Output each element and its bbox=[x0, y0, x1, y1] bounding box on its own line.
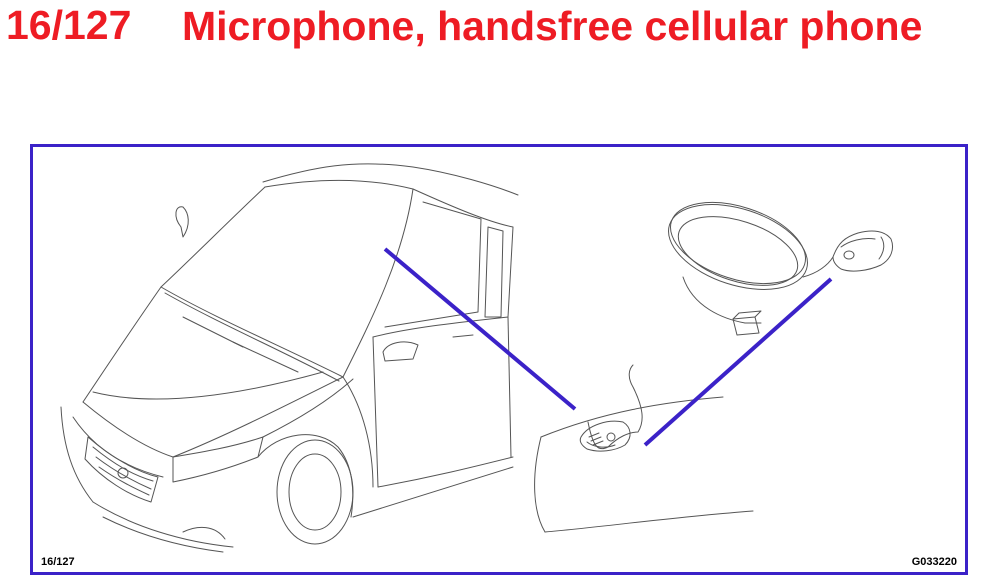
illustration bbox=[60, 163, 894, 553]
page-title: Microphone, handsfree cellular phone bbox=[182, 3, 923, 49]
document-header: 16/127 Microphone, handsfree cellular ph… bbox=[0, 0, 983, 130]
figure-reference-label: 16/127 bbox=[41, 556, 75, 568]
microphone-installed bbox=[534, 364, 754, 533]
figure-image-code: G033220 bbox=[911, 556, 957, 568]
microphone-detail bbox=[668, 202, 894, 336]
reference-number: 16/127 bbox=[6, 2, 132, 48]
leader-lines bbox=[383, 247, 833, 447]
illustration-frame: 16/127 G033220 bbox=[30, 144, 968, 575]
car-illustration bbox=[60, 163, 519, 553]
